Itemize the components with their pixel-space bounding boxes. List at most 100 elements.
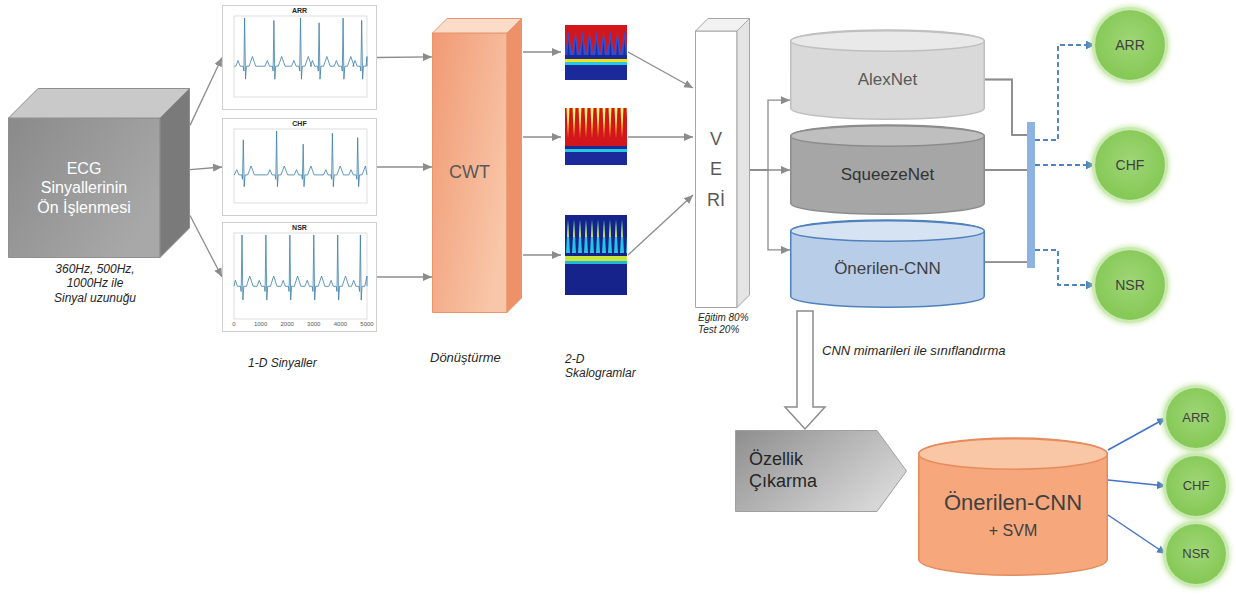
- node-text: NSR: [1115, 277, 1145, 294]
- illustration-part: [523, 254, 561, 255]
- connector: [785, 311, 825, 429]
- connector: [985, 165, 1095, 262]
- class-circle: CHF: [1166, 456, 1226, 516]
- connector: [985, 165, 1095, 170]
- connector: [985, 45, 1095, 262]
- illustration-part: [565, 59, 627, 62]
- label-holder: 2-D Skalogramlar: [565, 352, 645, 381]
- illustration-part: [565, 256, 627, 261]
- illustration-part: [565, 108, 627, 146]
- connector: [750, 170, 790, 250]
- axis-tick: 2000: [272, 321, 302, 328]
- node-text: CWT: [449, 162, 490, 184]
- connector: [190, 167, 222, 170]
- connector-line: [377, 166, 432, 167]
- illustration-part: [234, 233, 367, 319]
- text-area: ARR: [1166, 388, 1226, 448]
- connector: [985, 80, 1095, 166]
- label-holder: Eğitim 80%: [698, 312, 768, 324]
- shape-part: [737, 19, 750, 308]
- shape-part: [9, 89, 190, 119]
- model-cylinder: SqueezeNet: [790, 125, 985, 215]
- connector-line: [750, 100, 790, 170]
- connector-line: [985, 80, 1027, 136]
- text-area: Önerilen-CNN+ SVM: [918, 470, 1108, 560]
- connector-line: [985, 169, 1027, 170]
- connector-line: [985, 169, 1027, 170]
- plot-title: NSR: [292, 224, 307, 232]
- node-text: NSR: [1182, 546, 1209, 562]
- text-area: CHF: [1166, 456, 1226, 516]
- model-cylinder: AlexNet: [790, 30, 985, 120]
- plot-title: ARR: [292, 7, 307, 15]
- shape-part: [791, 221, 985, 242]
- label-holder: Dönüştürme: [430, 350, 530, 366]
- shape-part: [696, 31, 738, 308]
- annotation-text: Test 20%: [698, 324, 768, 336]
- annotation-text: 2-D Skalogramlar: [565, 352, 645, 381]
- shape-part: [791, 125, 985, 214]
- label-holder: CNN mimarileri ile sınıflandırma: [822, 343, 1062, 359]
- shape-part: [507, 19, 522, 313]
- connector-line: [190, 216, 222, 278]
- label-holder: 1-D Sinyaller: [248, 356, 358, 370]
- text-area: AlexNet: [790, 52, 985, 109]
- connector-line: [1108, 480, 1166, 486]
- node-text: SqueezeNet: [841, 165, 935, 185]
- class-circle: NSR: [1166, 524, 1226, 584]
- illustration-part: [565, 62, 627, 65]
- node-text: AlexNet: [858, 70, 918, 90]
- node-text: Önerilen-CNN: [944, 490, 1082, 516]
- text-area: ARR: [1095, 10, 1165, 80]
- data-box: VERİ: [695, 18, 750, 308]
- illustration-part: [234, 129, 367, 203]
- shape-part: [919, 438, 1108, 575]
- connector: [985, 80, 1095, 286]
- dashed-line: [1035, 164, 1095, 165]
- label-holder: 1000: [246, 321, 276, 328]
- model-cylinder: Önerilen-CNN+ SVM: [918, 438, 1108, 576]
- class-circle: ARR: [1095, 10, 1165, 80]
- connector: [377, 56, 432, 58]
- connector: [377, 167, 432, 168]
- illustration-part: [565, 25, 627, 55]
- signal-plots: [222, 5, 377, 332]
- plot-title: CHF: [292, 120, 306, 128]
- illustration-part: [565, 108, 627, 165]
- connector-line: [190, 167, 222, 170]
- connector: [985, 45, 1095, 170]
- connector: [1108, 418, 1166, 450]
- illustration-part: [234, 16, 367, 97]
- annotation-text: Dönüştürme: [430, 350, 530, 366]
- text-area: SqueezeNet: [790, 147, 985, 204]
- connector: [985, 45, 1095, 140]
- scalogram-images: [565, 25, 627, 295]
- annotation-text: Eğitim 80%: [698, 312, 768, 324]
- axis-tick: 4000: [325, 321, 355, 328]
- block-arrow: [785, 311, 825, 429]
- node-text: VERİ: [707, 124, 725, 216]
- dashed-line: [1035, 164, 1095, 165]
- feature-pentagon: Özellik Çıkarma: [735, 430, 907, 512]
- connector-line: [1108, 418, 1166, 450]
- dashed-line: [1035, 250, 1095, 285]
- illustration-part: [565, 149, 627, 152]
- illustration-part: [523, 51, 561, 52]
- connector-line: [985, 169, 1027, 170]
- connector-line: [985, 262, 1027, 263]
- annotation-text: CNN mimarileri ile sınıflandırma: [822, 343, 1062, 359]
- node-text: ARR: [1182, 410, 1209, 426]
- transform-box: CWT: [432, 18, 522, 313]
- model-cylinder: Önerilen-CNN: [790, 220, 985, 308]
- text-area: NSR: [1095, 250, 1165, 320]
- shape-part: [919, 439, 1108, 470]
- preprocess-box: ECG Sinyallerinin Ön İşlenmesi: [8, 88, 190, 258]
- flow-arrows: [523, 52, 693, 255]
- text-area: CWT: [432, 33, 507, 313]
- label-holder: 5000: [352, 321, 382, 328]
- axis-tick: 3000: [299, 321, 329, 328]
- text-area: ECG Sinyallerinin Ön İşlenmesi: [8, 118, 160, 258]
- text-area: Özellik Çıkarma: [749, 430, 873, 512]
- connector-line: [377, 56, 432, 58]
- signal-plot: ARR: [222, 5, 377, 110]
